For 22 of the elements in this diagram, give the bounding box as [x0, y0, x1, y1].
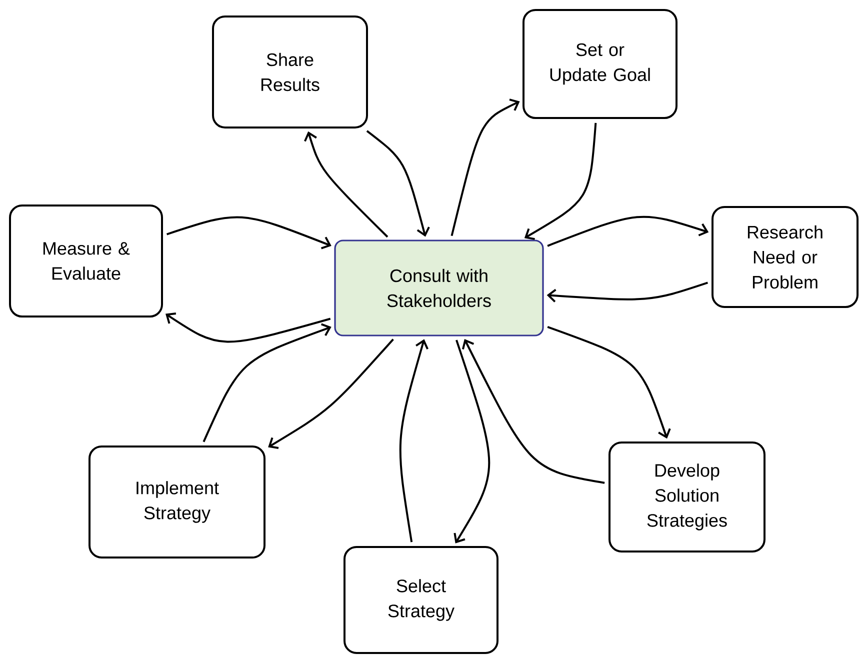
step-box: Implement Strategy — [88, 446, 266, 558]
step-box: Share Results — [212, 16, 368, 128]
arrow — [268, 338, 394, 449]
step-box: Set or Update Goal — [522, 9, 678, 119]
arrow — [547, 216, 709, 247]
arrow — [202, 323, 332, 442]
hub-box: Consult with Stakeholders — [334, 240, 544, 336]
arrow — [524, 122, 597, 240]
arrow — [366, 130, 430, 237]
step-box: Measure & Evaluate — [9, 204, 163, 318]
arrow — [399, 339, 428, 542]
arrow — [454, 340, 490, 544]
arrow — [450, 98, 520, 236]
arrow — [547, 326, 671, 439]
arrow — [462, 338, 605, 484]
arrow — [304, 131, 388, 238]
step-box: Research Need or Problem — [712, 206, 858, 308]
step-box: Develop Solution Strategies — [608, 442, 766, 552]
arrow — [166, 312, 331, 343]
step-box: Select Strategy — [344, 546, 498, 654]
arrow — [546, 282, 708, 302]
arrow — [166, 216, 332, 250]
